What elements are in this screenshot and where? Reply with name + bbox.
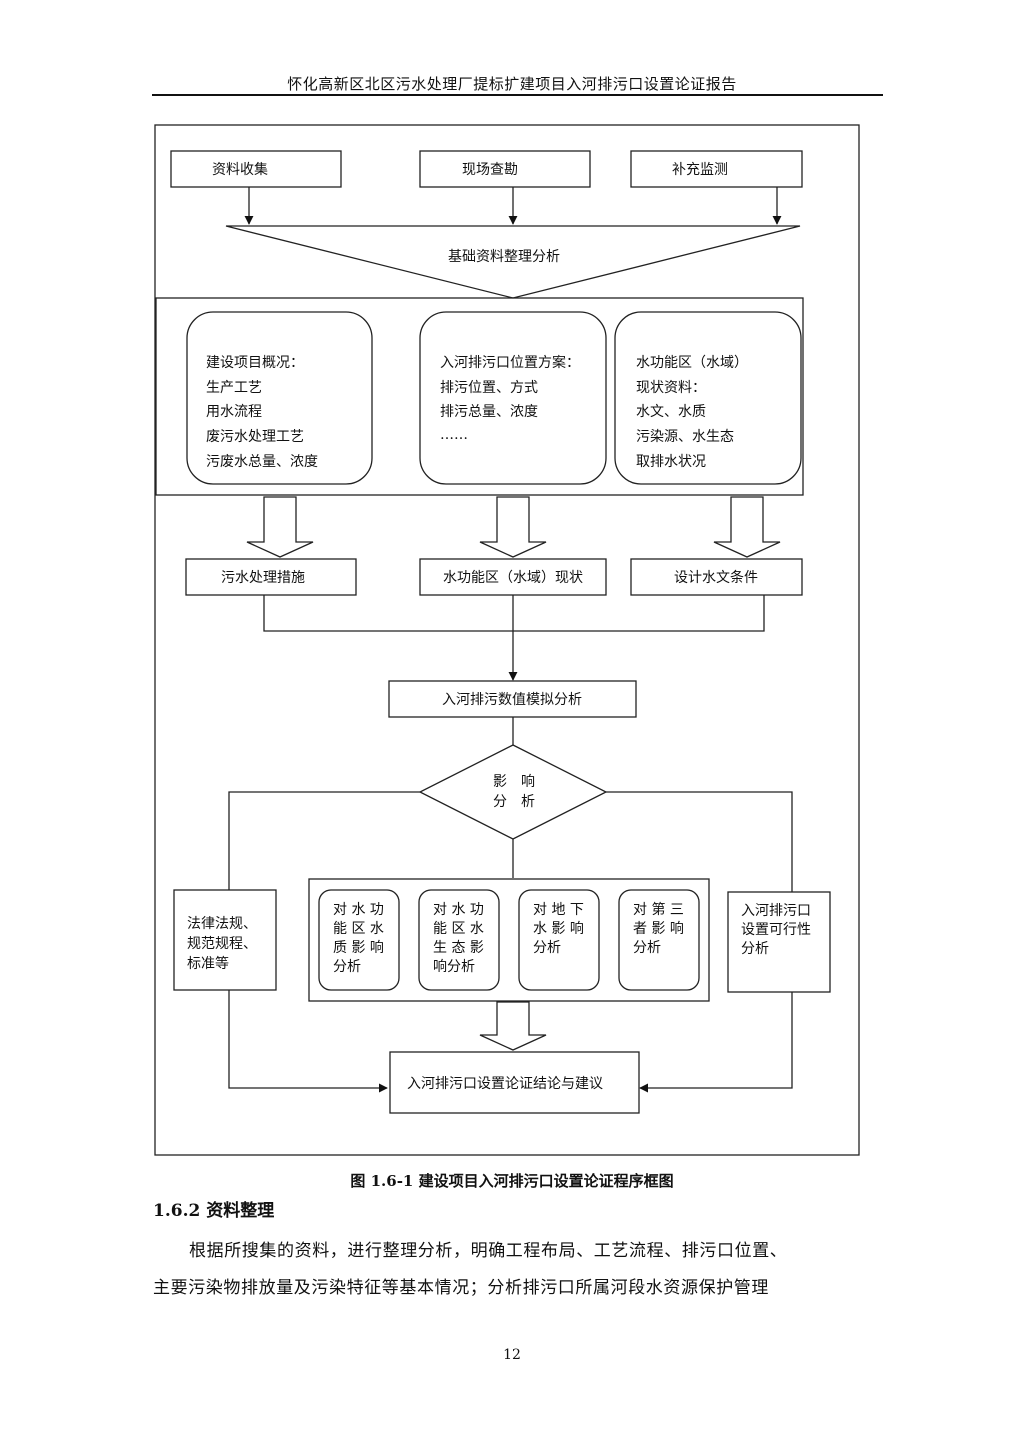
- info-panels: 建设项目概况： 生产工艺 用水流程 废污水处理工艺 污废水总量、浓度 入河排污口…: [186, 311, 802, 485]
- connector-line: [263, 595, 765, 632]
- merge-label: 基础资料整理分析: [448, 248, 560, 265]
- impact-line: 质 影 响: [333, 940, 384, 956]
- top-box-data-collection: [170, 150, 342, 188]
- impact-box-water-ecology: [418, 889, 500, 991]
- info-line: 废污水处理工艺: [206, 429, 304, 445]
- right-box-line: 入河排污口: [741, 903, 811, 919]
- top-box-label: 补充监测: [672, 162, 728, 178]
- info-line: 生产工艺: [206, 380, 262, 396]
- connector-line: [228, 990, 388, 1093]
- diamond-label: 分 析: [493, 794, 535, 810]
- impact-line: 对 水 功: [333, 902, 384, 918]
- impact-container: [308, 878, 710, 1002]
- impact-line: 分析: [633, 940, 661, 956]
- top-box-supplementary-monitoring: [630, 150, 803, 188]
- right-box-line: 分析: [741, 941, 769, 957]
- impact-line: 分析: [533, 940, 561, 956]
- page-number: 12: [503, 1347, 521, 1363]
- flowchart: 资料收集 现场查勘 补充监测 基础资料整理分析 建设项目概况： 生产工艺 用水流…: [154, 124, 860, 1156]
- impact-line: 能 区 水: [433, 921, 484, 937]
- left-box-line: 规范规程、: [187, 935, 257, 952]
- mid-box-label: 污水处理措施: [221, 570, 305, 586]
- info-line: 排污位置、方式: [440, 380, 538, 396]
- impact-box-groundwater: [518, 889, 600, 991]
- connector-line: [606, 791, 793, 892]
- final-box-label: 入河排污口设置论证结论与建议: [407, 1076, 603, 1092]
- impact-line: 分析: [333, 959, 361, 975]
- info-panel-project-overview: [186, 311, 373, 485]
- impact-line: 对 第 三: [633, 901, 684, 918]
- info-line: 入河排污口位置方案：: [440, 354, 580, 371]
- top-box-site-survey: [419, 150, 591, 188]
- top-box-label: 资料收集: [212, 161, 268, 178]
- info-line: 污染源、水生态: [636, 429, 734, 445]
- info-line: 水功能区（水域）: [636, 355, 748, 371]
- mid-box-hydrology: [630, 558, 803, 596]
- impact-line: 者 影 响: [633, 921, 684, 937]
- info-line: 排污总量、浓度: [440, 404, 538, 420]
- simulation-box-label: 入河排污数值模拟分析: [442, 692, 582, 708]
- info-panel-container: [155, 297, 804, 496]
- info-line: 取排水状况: [636, 454, 706, 470]
- top-box-label: 现场查勘: [462, 162, 518, 178]
- top-boxes: 资料收集 现场查勘 补充监测: [170, 150, 803, 188]
- left-box-line: 标准等: [187, 955, 229, 972]
- impact-analysis-diamond: [418, 744, 608, 840]
- info-line: ……: [440, 427, 468, 443]
- final-box-conclusion: [389, 1051, 640, 1114]
- paragraph-line: 根据所搜集的资料，进行整理分析，明确工程布局、工艺流程、排污口位置、: [189, 1241, 788, 1261]
- figure-caption: 图 1.6-1 建设项目入河排污口设置论证程序框图: [350, 1172, 674, 1190]
- mid-box-label: 水功能区（水域）现状: [443, 570, 583, 586]
- document-header-title: 怀化高新区北区污水处理厂提标扩建项目入河排污口设置论证报告: [287, 75, 737, 93]
- connector-line: [639, 992, 793, 1093]
- block-arrow: [479, 1001, 547, 1051]
- info-panel-water-function-zone: [614, 311, 802, 485]
- figure-frame: [154, 124, 860, 1156]
- mid-box-label: 设计水文条件: [674, 569, 758, 586]
- impact-line: 生 态 影: [433, 940, 484, 956]
- impact-box-third-party: [618, 889, 700, 991]
- block-arrow: [479, 496, 547, 558]
- paragraph-line: 主要污染物排放量及污染特征等基本情况；分析排污口所属河段水资源保护管理: [153, 1278, 769, 1298]
- block-arrow: [246, 496, 314, 558]
- merge-funnel: [225, 225, 801, 299]
- impact-line: 能 区 水: [333, 921, 384, 937]
- connector-line: [228, 791, 420, 890]
- impact-line: 响分析: [433, 959, 475, 975]
- right-box-line: 设置可行性: [741, 922, 811, 938]
- mid-box-treatment-measures: [185, 558, 357, 596]
- header-rule: [152, 94, 883, 96]
- info-line: 建设项目概况：: [206, 355, 304, 371]
- impact-box-water-quality: [318, 889, 400, 991]
- left-box-line: 法律法规、: [187, 916, 257, 932]
- impact-line: 对 地 下: [533, 902, 584, 918]
- info-line: 现状资料：: [636, 380, 706, 396]
- info-line: 污废水总量、浓度: [206, 454, 318, 470]
- info-panel-outfall-scheme: [419, 311, 607, 485]
- impact-line: 对 水 功: [433, 902, 484, 918]
- info-line: 用水流程: [206, 404, 262, 420]
- diamond-label: 影 响: [493, 774, 535, 790]
- impact-line: 水 影 响: [533, 921, 584, 937]
- right-box-feasibility: [727, 891, 831, 993]
- info-line: 水文、水质: [636, 404, 706, 420]
- section-heading: 1.6.2 资料整理: [153, 1201, 275, 1221]
- left-box-regulations: [173, 889, 277, 991]
- block-arrow: [713, 496, 781, 558]
